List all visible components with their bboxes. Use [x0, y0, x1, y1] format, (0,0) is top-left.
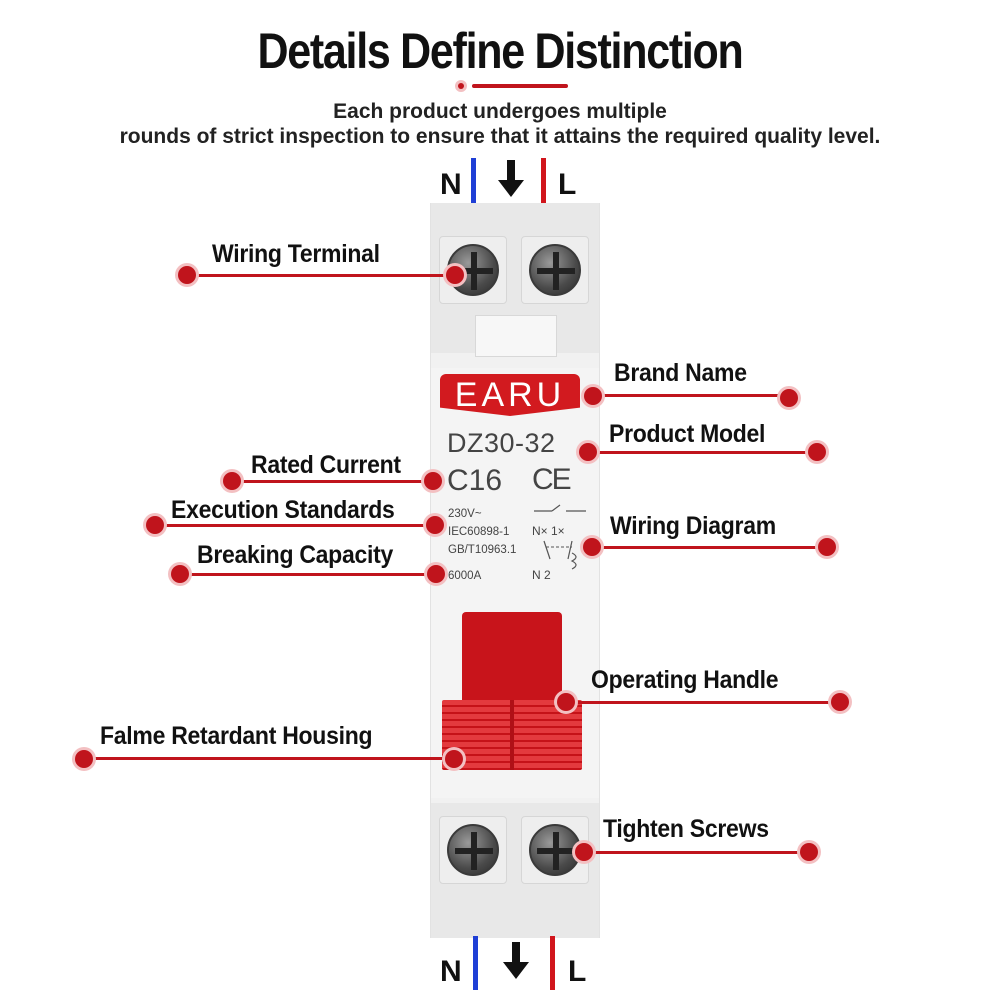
callout-line-breaking-capacity — [180, 573, 436, 576]
diagram-bottom-label: N 2 — [532, 568, 551, 582]
callout-line-wiring-diagram — [592, 546, 827, 549]
screw-icon[interactable] — [447, 824, 499, 876]
callout-dot — [780, 389, 798, 407]
subtitle-line-2: rounds of strict inspection to ensure th… — [119, 125, 881, 148]
callout-dot — [424, 472, 442, 490]
callout-line-housing — [84, 757, 454, 760]
callout-breaking-capacity: Breaking Capacity — [197, 541, 394, 569]
callout-dot — [75, 750, 93, 768]
top-down-arrow-icon — [498, 160, 524, 197]
callout-dot — [223, 472, 241, 490]
callout-line-product-model — [588, 451, 818, 454]
bottom-live-wire — [550, 936, 555, 990]
screw-icon[interactable] — [529, 824, 581, 876]
callout-line-tighten-screws — [584, 851, 810, 854]
bottom-live-label: L — [568, 955, 587, 988]
callout-dot — [808, 443, 826, 461]
handle-slot — [510, 700, 514, 770]
brand-logo: EARU — [440, 374, 580, 416]
top-live-label: L — [558, 168, 577, 201]
callout-wiring-terminal: Wiring Terminal — [212, 240, 380, 268]
top-live-wire — [541, 158, 546, 204]
top-neutral-label: N — [440, 168, 462, 201]
callout-brand-name: Brand Name — [614, 359, 747, 387]
bottom-neutral-label: N — [440, 955, 462, 988]
callout-line-brand-name — [593, 394, 789, 397]
wiring-diagram-icon — [534, 504, 586, 570]
callout-line-execution-standards — [155, 524, 435, 527]
title-deco-dot — [458, 83, 464, 89]
rated-current-text: C16 — [447, 464, 503, 497]
title-deco-bar — [472, 84, 568, 88]
callout-housing: Falme Retardant Housing — [100, 722, 373, 750]
callout-execution-standards: Execution Standards — [171, 496, 395, 524]
callout-dot — [575, 843, 593, 861]
subtitle-line-1: Each product undergoes multiple — [333, 100, 667, 123]
callout-product-model: Product Model — [609, 420, 766, 448]
callout-line-rated-current — [232, 480, 434, 483]
diagram-top-label: N× 1× — [532, 524, 565, 538]
voltage-text: 230V~ — [448, 508, 482, 520]
top-neutral-wire — [471, 158, 476, 204]
standard-2-text: GB/T10963.1 — [448, 544, 517, 556]
callout-rated-current: Rated Current — [251, 451, 401, 479]
callout-dot — [171, 565, 189, 583]
callout-wiring-diagram: Wiring Diagram — [610, 512, 776, 540]
top-terminal-slot — [475, 315, 557, 357]
top-left-screw-box — [439, 236, 507, 304]
callout-dot — [146, 516, 164, 534]
bottom-down-arrow-icon — [503, 942, 529, 979]
ce-mark: CE — [532, 463, 572, 496]
operating-handle[interactable] — [462, 612, 562, 704]
callout-dot — [583, 538, 601, 556]
callout-tighten-screws: Tighten Screws — [603, 815, 769, 843]
callout-dot — [557, 693, 575, 711]
bottom-neutral-wire — [473, 936, 478, 990]
callout-dot — [426, 516, 444, 534]
circuit-breaker — [430, 203, 600, 938]
standard-1-text: IEC60898-1 — [448, 526, 510, 538]
callout-dot — [446, 266, 464, 284]
callout-dot — [178, 266, 196, 284]
callout-line-operating-handle — [566, 701, 840, 704]
subtitle: Each product undergoes multiple rounds o… — [0, 99, 1000, 149]
callout-dot — [584, 387, 602, 405]
callout-dot — [831, 693, 849, 711]
callout-line-wiring-terminal — [187, 274, 455, 277]
callout-dot — [800, 843, 818, 861]
callout-dot — [579, 443, 597, 461]
product-model-text: DZ30-32 — [447, 428, 556, 458]
callout-dot — [818, 538, 836, 556]
bottom-left-screw-box — [439, 816, 507, 884]
callout-operating-handle: Operating Handle — [591, 666, 779, 694]
breaking-capacity-text: 6000A — [448, 570, 482, 582]
page-title: Details Define Distinction — [257, 23, 744, 79]
callout-dot — [427, 565, 445, 583]
callout-dot — [445, 750, 463, 768]
screw-icon[interactable] — [529, 244, 581, 296]
top-right-screw-box — [521, 236, 589, 304]
